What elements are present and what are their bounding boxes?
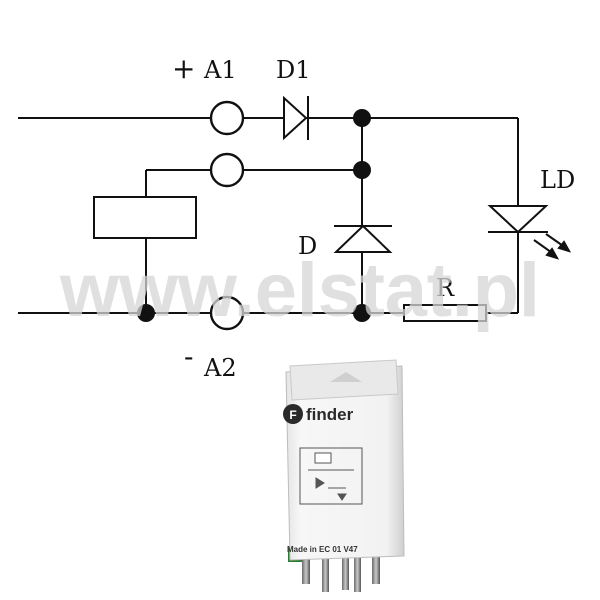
finder-module: F finder Made in EC 01 V47: [283, 359, 405, 592]
terminal-a2: [209, 295, 245, 331]
label-d1: D1: [276, 56, 311, 84]
watermark: www.elstat.pl: [59, 248, 540, 333]
relay-coil: [93, 196, 197, 239]
resistor-r: [403, 304, 487, 322]
terminals: [209, 100, 245, 331]
svg-text:F: F: [289, 408, 296, 422]
terminal-coil: [209, 152, 245, 188]
label-a1: A1: [203, 56, 237, 84]
finder-logo-icon: [283, 404, 303, 424]
label-a1-plus: +: [172, 52, 195, 85]
junctions: [137, 109, 371, 322]
junction-dot: [353, 304, 371, 322]
junction-dot: [137, 304, 155, 322]
label-a2-minus: -: [184, 340, 193, 373]
junction-dot: [353, 109, 371, 127]
module-printed-schematic: [299, 447, 363, 505]
label-a2: A2: [203, 354, 237, 382]
label-d: D: [298, 232, 317, 260]
diode-d: [333, 224, 393, 253]
module-marking: Made in EC 01 V47: [287, 545, 358, 554]
junction-dot: [353, 161, 371, 179]
terminal-a1: [209, 100, 245, 136]
led-emission-arrows-icon: [533, 233, 572, 260]
label-ld: LD: [540, 166, 575, 194]
diode-d1: [283, 95, 309, 141]
led-ld: [487, 205, 549, 234]
label-r: R: [436, 274, 455, 302]
brand-label: finder: [306, 405, 354, 424]
